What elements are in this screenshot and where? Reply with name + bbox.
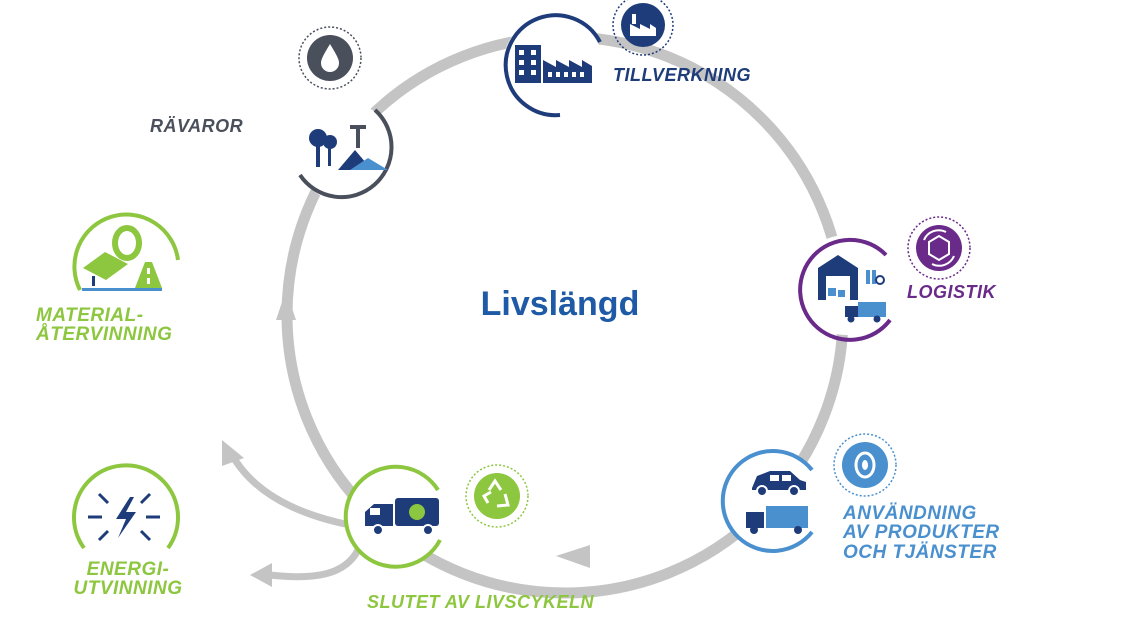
node-energi <box>72 463 180 550</box>
node-ravaror <box>295 102 395 202</box>
node-tillverkning <box>503 13 603 118</box>
label-energi-line-2: UTVINNING <box>73 578 183 600</box>
branch-arrow-energy-head <box>250 563 272 587</box>
node-logistik <box>796 235 896 342</box>
badge-factory <box>612 0 674 56</box>
recycle-badge-icon <box>481 478 510 508</box>
oil-drop-icon <box>321 44 339 72</box>
badge-oil-drop <box>298 26 362 90</box>
center-title: Livslängd <box>480 285 640 323</box>
package-cycle-icon <box>923 229 955 267</box>
label-slutet: SLUTET AV LIVSCYKELN <box>367 592 595 612</box>
label-ravaror: RÄVAROR <box>150 116 244 136</box>
label-energi: ENERGI- UTVINNING <box>48 560 208 599</box>
label-energi-line-1: ENERGI- <box>86 559 170 580</box>
label-material: MATERIAL- ÅTERVINNING <box>36 306 172 345</box>
car-truck-icon <box>746 471 808 534</box>
label-material-line-1: MATERIAL- <box>36 305 144 326</box>
label-tillverkning: TILLVERKNING <box>613 65 752 85</box>
branch-arrow-energy <box>269 548 362 581</box>
node-material <box>72 212 180 291</box>
label-anvandning-line-2: AV PRODUKTER <box>843 522 1000 544</box>
label-anvandning: ANVÄNDNING AV PRODUKTER OCH TJÄNSTER <box>843 503 1000 563</box>
factory-icon <box>515 45 592 83</box>
ring-arrow-left <box>276 290 296 320</box>
energy-bolt-icon <box>88 492 160 542</box>
tire-icon <box>854 451 876 479</box>
branch-arrow-material <box>228 453 351 529</box>
node-anvandning <box>720 449 820 553</box>
badge-package-cycle <box>907 216 971 280</box>
raw-materials-icon <box>309 125 388 170</box>
badge-tire <box>833 433 897 497</box>
label-logistik: LOGISTIK <box>907 282 996 302</box>
label-anvandning-line-1: ANVÄNDNING <box>843 503 977 524</box>
warehouse-truck-icon <box>818 255 886 323</box>
material-recovery-icon <box>82 225 162 291</box>
badge-recycle <box>465 464 529 528</box>
ring-arrow-bottom <box>556 545 590 568</box>
factory-badge-icon <box>630 14 656 36</box>
branch-arrow-material-head <box>222 440 244 466</box>
label-anvandning-line-3: OCH TJÄNSTER <box>843 541 997 563</box>
label-material-line-2: ÅTERVINNING <box>36 324 173 346</box>
recycling-truck-icon <box>365 498 439 536</box>
node-slutet <box>343 464 445 569</box>
